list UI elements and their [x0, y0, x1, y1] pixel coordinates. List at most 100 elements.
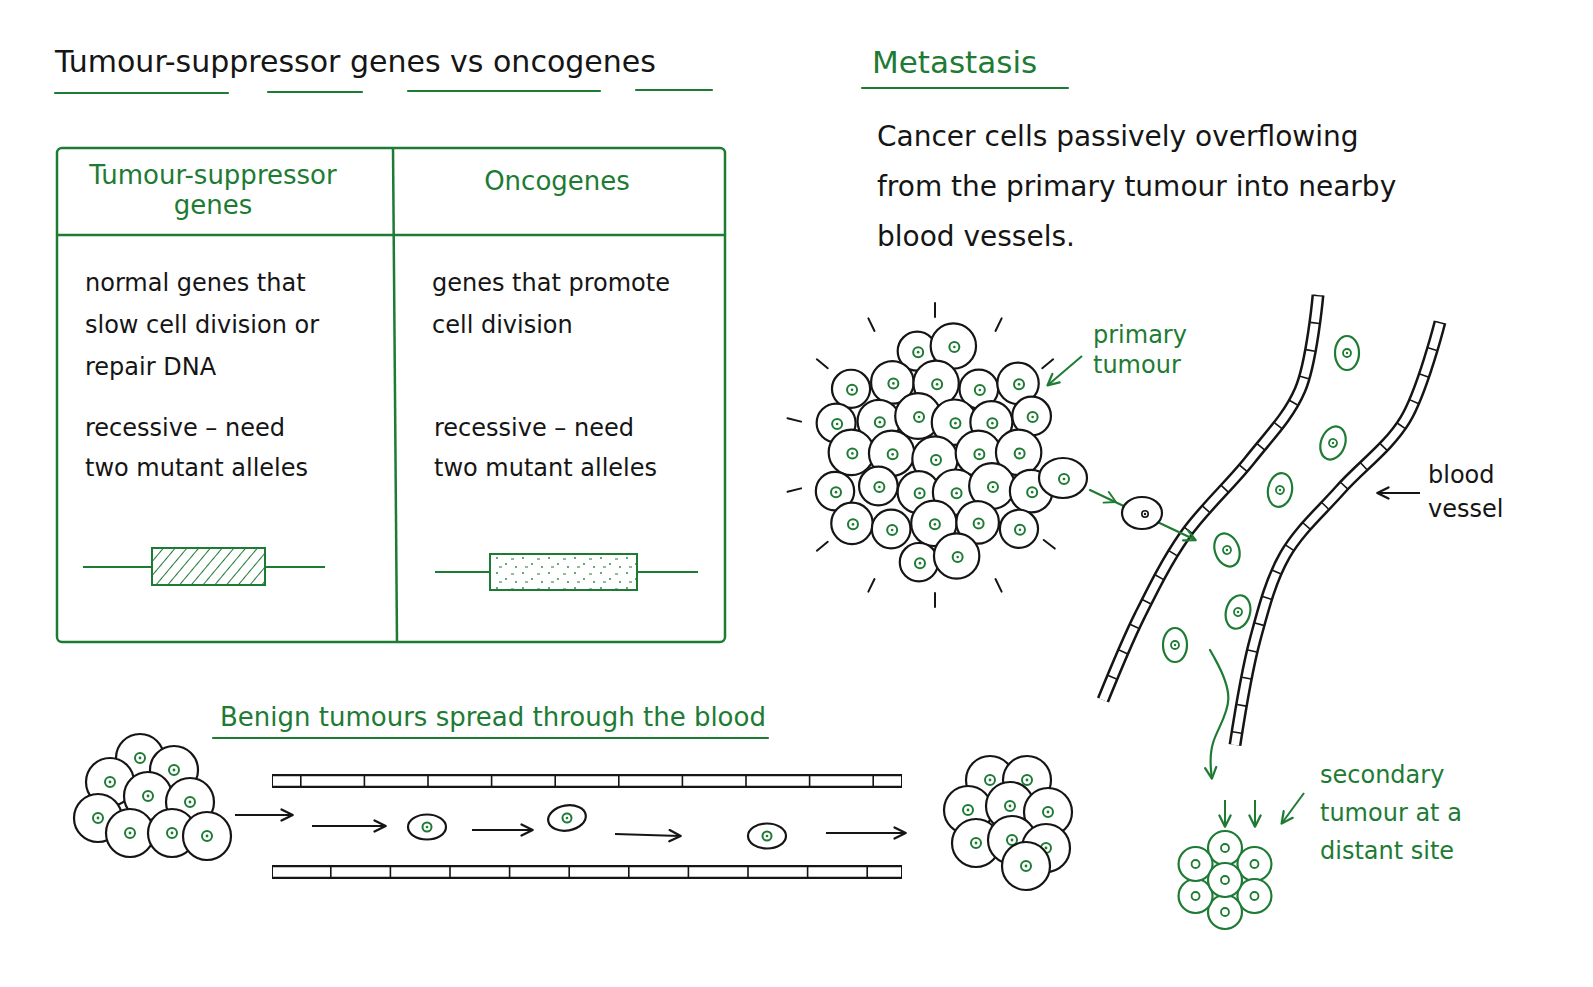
nucleolus [918, 416, 921, 419]
cell-nucleus [1014, 379, 1024, 389]
nucleolus [836, 423, 839, 426]
cell-nucleus [1142, 511, 1148, 517]
nucleolus [851, 452, 854, 455]
primary-tumour: primary tumour [800, 300, 1090, 610]
cell-nucleus [888, 449, 898, 459]
cell-membrane [859, 467, 898, 506]
blood-cell [1210, 530, 1244, 570]
gene-box [490, 554, 637, 590]
cell-membrane [829, 430, 874, 475]
nucleolus [891, 453, 894, 456]
cell-nucleus [1221, 908, 1229, 916]
blood-vessel: blood vessel [1195, 290, 1445, 650]
cell-nucleus [950, 418, 960, 428]
vessel-wall [272, 865, 902, 879]
nucleolus [955, 492, 958, 495]
vessel-wall-lumen [273, 776, 901, 786]
node-label: primary tumour [1093, 320, 1203, 380]
tumour-ray [788, 488, 802, 491]
cell-nucleus [974, 449, 984, 459]
underline [862, 87, 1068, 89]
tumour-ray [817, 359, 828, 368]
node-label: secondary tumour at a distant site [1320, 756, 1488, 870]
tumour-ray [934, 303, 936, 317]
cell-nucleus [915, 558, 925, 568]
cell-nucleus [1250, 860, 1258, 868]
tumour-ray [788, 418, 802, 421]
cell-nucleus [1250, 892, 1258, 900]
vessel-wall-lumen [1235, 322, 1440, 745]
nucleolus [852, 523, 855, 526]
nucleolus [953, 346, 956, 349]
tumour-cell [831, 503, 872, 544]
vessel-wall-tick [330, 867, 902, 877]
gene-symbol [83, 548, 325, 585]
arrow-head [1104, 492, 1117, 503]
cell-nucleus [848, 519, 858, 529]
tumour-cluster [944, 756, 1072, 890]
pointer-arrow [1224, 800, 1226, 826]
node-shape [800, 300, 1090, 610]
table-rule [57, 234, 725, 237]
cell-nucleus [975, 385, 985, 395]
nucleolus [918, 492, 921, 495]
flow-arrow [826, 832, 905, 834]
section-heading: Metastasis [872, 42, 1172, 82]
table-divider [393, 148, 397, 642]
flow-arrow [312, 825, 385, 827]
nucleolus [936, 383, 939, 386]
cell [183, 812, 231, 860]
cell-nucleus [1192, 892, 1200, 900]
node-outline [1179, 793, 1304, 929]
cell [106, 809, 154, 857]
cell-nucleus [847, 448, 857, 458]
nucleolus [1144, 513, 1146, 515]
cell-nucleus [874, 482, 884, 492]
cell [1002, 842, 1050, 890]
tumour-cell [1208, 863, 1242, 897]
vessel-wall [1103, 295, 1318, 700]
vessel-wall-tick [300, 776, 902, 786]
cell-nucleus [1015, 448, 1025, 458]
cell-nucleus [887, 525, 897, 535]
vessel-wall-tick [1235, 322, 1440, 745]
nucleolus [1063, 478, 1066, 481]
blood-cell [1335, 336, 1359, 370]
blood-cell [408, 815, 446, 840]
cell-nucleus [1221, 844, 1229, 852]
blood-cell [1316, 423, 1350, 463]
nucleolus [878, 486, 881, 489]
nucleolus [1018, 383, 1021, 386]
pointer-arrow [1282, 793, 1304, 823]
cell-membrane [934, 533, 979, 578]
pointer-arrow [1254, 800, 1256, 826]
nucleolus [935, 459, 938, 462]
tumour-cell [900, 543, 938, 581]
cell-nucleus [847, 385, 857, 395]
blood-cell [1163, 628, 1187, 662]
nucleolus [977, 522, 980, 525]
nucleolus [1031, 491, 1034, 494]
cell-nucleus [987, 418, 997, 428]
tumour-ray [995, 579, 1001, 592]
tumour-cell [872, 510, 911, 549]
node-outline [1103, 295, 1440, 745]
dna-strand [265, 566, 325, 568]
underline [55, 92, 228, 94]
gene-box [152, 548, 265, 585]
nucleolus [892, 382, 895, 385]
flow-arrow [615, 834, 680, 836]
node-label: blood vessel [1428, 458, 1528, 526]
dna-strand [637, 571, 698, 573]
cell-nucleus [914, 412, 924, 422]
section-heading: Benign tumours spread through the blood [220, 700, 820, 734]
cell-nucleus [930, 519, 940, 529]
tumour-cell [829, 430, 874, 475]
cell-membrane [1208, 863, 1242, 897]
nucleolus [917, 351, 920, 354]
vessel-wall [272, 774, 902, 788]
flow-arrow [235, 815, 905, 836]
blood-cell [1265, 471, 1295, 509]
